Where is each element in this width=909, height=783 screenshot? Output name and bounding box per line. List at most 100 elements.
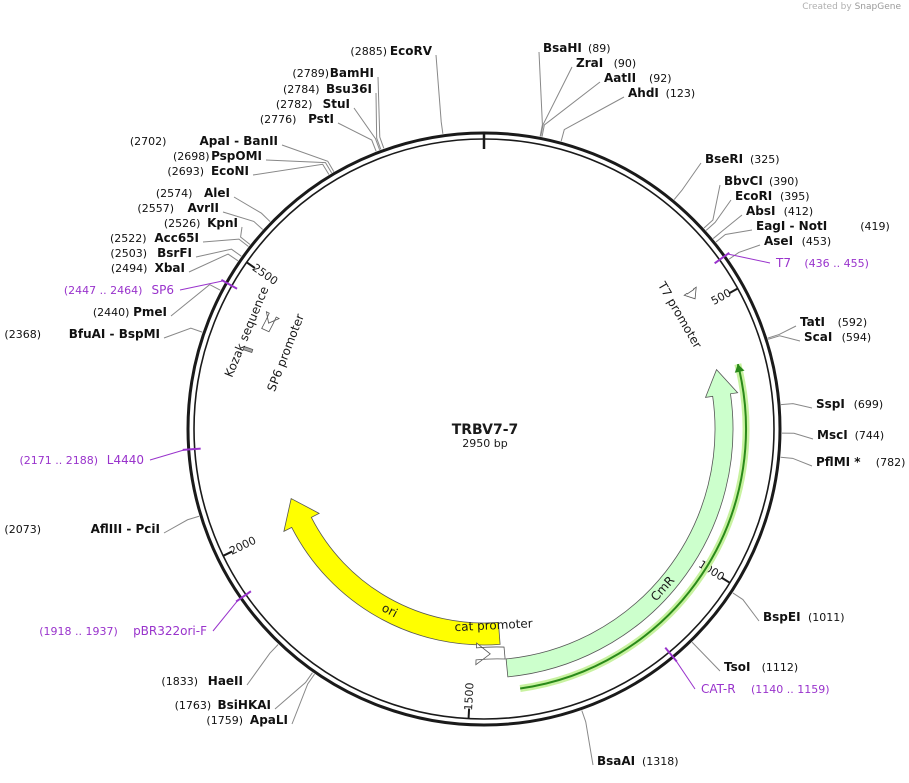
site-name: EagI - NotI [756, 219, 827, 233]
credit-brand: SnapGene [854, 2, 901, 12]
primer-t7[interactable]: T7(436 .. 455) [714, 251, 869, 270]
feature-sp6-promoter[interactable]: SP6 promoter [261, 310, 307, 394]
site-position: (1759) [206, 714, 243, 727]
site-bamhi[interactable]: BamHI(2789) [292, 66, 374, 80]
feature-cat-promoter[interactable]: cat promoter [454, 616, 533, 666]
site-tsoi[interactable]: TsoI(1112) [724, 660, 798, 674]
site-bsihkai[interactable]: BsiHKAI(1763) [175, 698, 271, 712]
tick-mark-2500 [246, 261, 256, 269]
primer-leader [149, 449, 185, 461]
site-leader-bsahi [538, 51, 543, 137]
site-asei[interactable]: AseI(453) [764, 234, 831, 248]
site-position: (2574) [156, 187, 193, 200]
site-kpni[interactable]: KpnI(2526) [164, 216, 238, 230]
site-ecori[interactable]: EcoRI(395) [735, 189, 810, 203]
feature-ori[interactable]: ori [283, 497, 501, 646]
site-econi[interactable]: EcoNI(2693) [167, 164, 249, 178]
site-position: (89) [588, 42, 611, 55]
site-name: AflIII - PciI [91, 522, 160, 536]
site-name: BfuAI - BspMI [69, 327, 160, 341]
site-position: (453) [802, 235, 832, 248]
site-name: BsaHI [543, 41, 582, 55]
site-bspei[interactable]: BspEI(1011) [763, 610, 845, 624]
feature-arrow-t7-promoter [683, 286, 697, 300]
site-bsu36i[interactable]: Bsu36I(2784) [283, 82, 372, 96]
site-name: BseRI [705, 152, 743, 166]
feature-t7-promoter[interactable]: T7 promoter [654, 278, 704, 350]
site-position: (2503) [110, 247, 147, 260]
tick-mark-500 [728, 287, 739, 295]
site-name: StuI [323, 97, 350, 111]
site-tati[interactable]: TatI(592) [800, 315, 867, 329]
site-ecorv[interactable]: EcoRV(2885) [350, 44, 432, 58]
site-position: (2698) [173, 150, 210, 163]
site-ahdi[interactable]: AhdI(123) [628, 86, 695, 100]
site-leader-ecori [705, 199, 732, 231]
primer-name: SP6 [152, 283, 175, 297]
site-afliii-pcii[interactable]: AflIII - PciI(2073) [4, 522, 160, 536]
site-msci[interactable]: MscI(744) [817, 428, 884, 442]
site-leader-eagi-noti [715, 229, 753, 243]
primer-sp6[interactable]: SP6 (2447 .. 2464) [64, 278, 238, 297]
site-bseri[interactable]: BseRI(325) [705, 152, 780, 166]
site-leader-apai-banii [281, 144, 335, 172]
site-leader-bseri [673, 162, 702, 200]
site-name: AleI [204, 186, 230, 200]
site-eagi-noti[interactable]: EagI - NotI (419) [756, 219, 890, 233]
site-apali[interactable]: ApaLI(1759) [206, 713, 288, 727]
primer-range: (1140 .. 1159) [751, 683, 830, 696]
site-bsahi[interactable]: BsaHI (89) [543, 41, 611, 55]
site-name: KpnI [207, 216, 238, 230]
feature-arrow-ori [283, 497, 501, 646]
site-apai-banii[interactable]: ApaI - BanII(2702) [130, 134, 278, 148]
site-absi[interactable]: AbsI(412) [746, 204, 813, 218]
site-name: BsrFI [157, 246, 192, 260]
site-bbvci[interactable]: BbvCI(390) [724, 174, 799, 188]
primer-mark [714, 251, 730, 265]
primer-range: (2447 .. 2464) [64, 284, 143, 297]
site-bsaai[interactable]: BsaAI(1318) [597, 754, 679, 768]
site-leader-afliii-pcii [163, 515, 200, 534]
primer-cat-r[interactable]: CAT-R (1140 .. 1159) [664, 646, 830, 696]
site-haeii[interactable]: HaeII(1833) [161, 674, 243, 688]
site-bfuai-bspmi[interactable]: BfuAI - BspMI(2368) [4, 327, 160, 341]
site-bsrfi[interactable]: BsrFI (2503) [110, 246, 192, 260]
site-position: (2522) [110, 232, 147, 245]
site-avrii[interactable]: AvrII(2557) [137, 201, 219, 215]
site-leader-psti [337, 122, 377, 152]
primer-name: CAT-R [701, 682, 736, 696]
primer-l4440[interactable]: L4440(2171 .. 2188) [19, 447, 201, 467]
site-sspi[interactable]: SspI (699) [816, 397, 883, 411]
site-name: HaeII [208, 674, 243, 688]
site-name: ScaI [804, 330, 832, 344]
feature-kozak-sequence[interactable]: Kozak sequence [222, 284, 272, 379]
feature-label-ori: ori [380, 601, 400, 621]
site-position: (699) [854, 398, 884, 411]
site-alei[interactable]: AleI (2574) [156, 186, 230, 200]
site-leader-avrii [222, 211, 264, 230]
feature-cmr[interactable]: CmR [505, 368, 739, 678]
feature-label-cat-promoter: cat promoter [454, 616, 533, 634]
site-position: (2784) [283, 83, 320, 96]
primer-leader [179, 280, 224, 291]
feature-label-t7-promoter: T7 promoter [654, 278, 704, 350]
site-pmei[interactable]: PmeI(2440) [93, 305, 167, 319]
site-position: (1763) [175, 699, 212, 712]
site-position: (419) [860, 220, 890, 233]
site-name: SspI [816, 397, 845, 411]
feature-arrow-cat-promoter [475, 642, 506, 666]
orf-arrowhead [734, 364, 745, 373]
site-pflmi[interactable]: PflMI *(782) [816, 455, 905, 469]
primer-mark [220, 278, 238, 290]
site-stui[interactable]: StuI(2782) [276, 97, 350, 111]
site-pspomi[interactable]: PspOMI(2698) [173, 149, 262, 163]
site-xbai[interactable]: XbaI(2494) [111, 261, 185, 275]
site-scai[interactable]: ScaI(594) [804, 330, 871, 344]
primer-leader [212, 600, 239, 632]
primer-pbr322ori-f[interactable]: pBR322ori-F(1918 .. 1937) [39, 590, 252, 638]
site-acc65i[interactable]: Acc65I(2522) [110, 231, 199, 245]
site-zrai[interactable]: ZraI(90) [576, 56, 636, 70]
site-aatii[interactable]: AatII(92) [604, 71, 672, 85]
tick-label-1500: 1500 [462, 682, 476, 711]
site-psti[interactable]: PstI(2776) [260, 112, 334, 126]
